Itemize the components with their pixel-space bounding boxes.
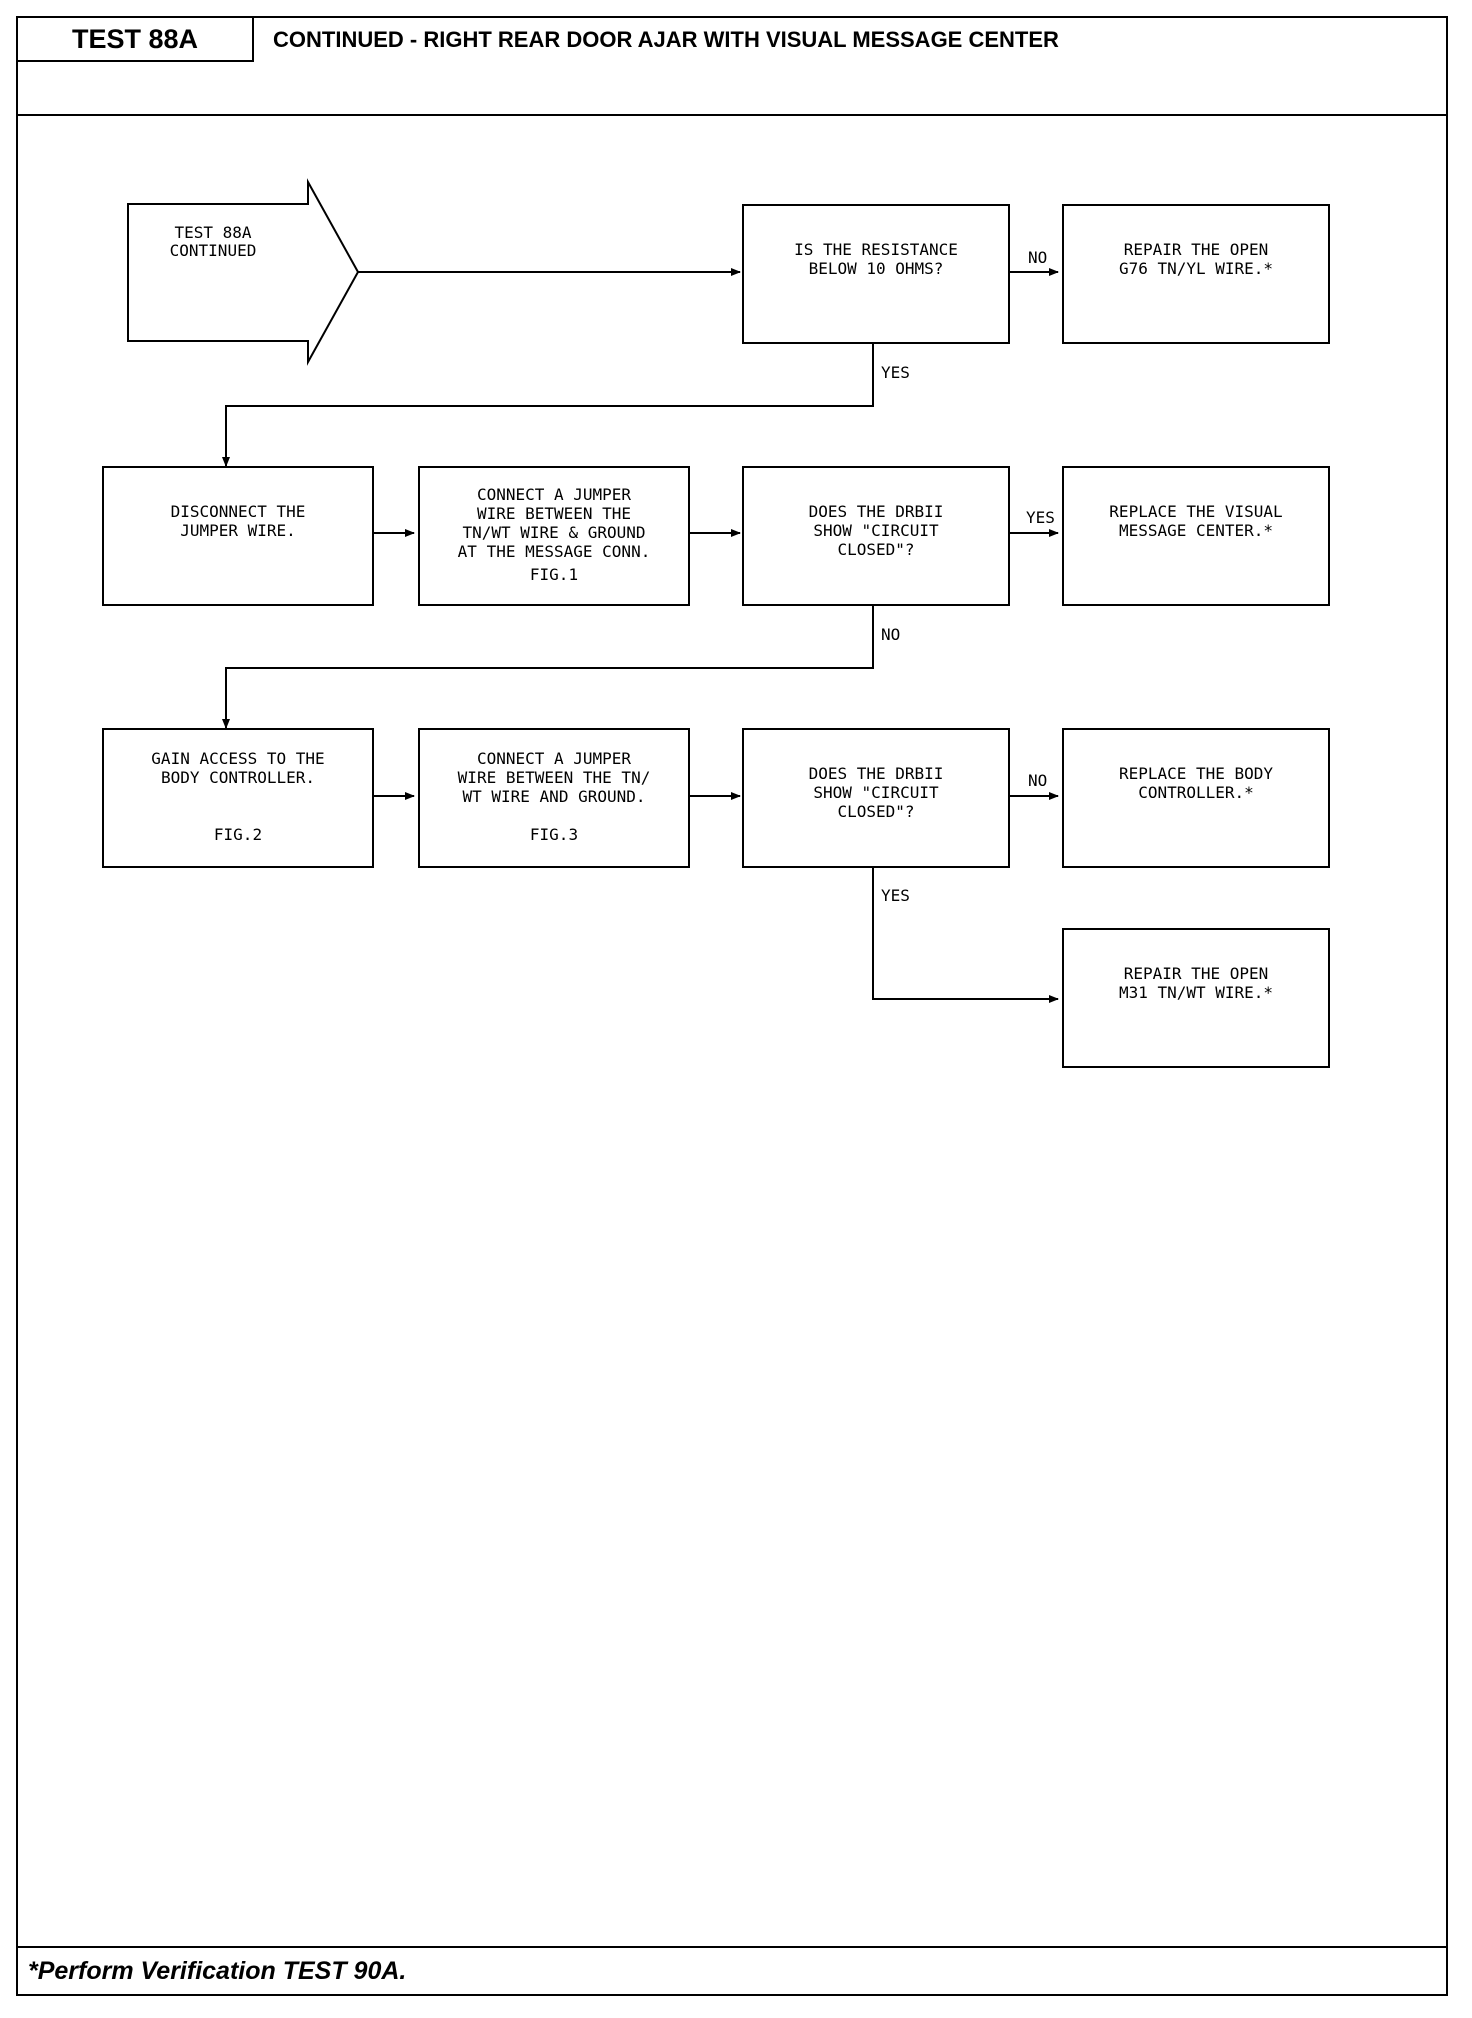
repair-g76-text: REPAIR THE OPEN G76 TN/YL WIRE.* xyxy=(1118,240,1274,278)
test-page: TEST 88A CONTINUED - RIGHT REAR DOOR AJA… xyxy=(16,16,1448,1996)
gain-access-box: GAIN ACCESS TO THE BODY CONTROLLER. FIG.… xyxy=(102,728,374,868)
q3-text: DOES THE DRBII SHOW "CIRCUIT CLOSED"? xyxy=(808,764,944,821)
q3-circuit-closed-box: DOES THE DRBII SHOW "CIRCUIT CLOSED"? xyxy=(742,728,1010,868)
q3-yes-label: YES xyxy=(881,886,910,905)
connect-jumper-2-box: CONNECT A JUMPER WIRE BETWEEN THE TN/ WT… xyxy=(418,728,690,868)
fig3-label: FIG.3 xyxy=(529,825,579,844)
gain-access-text: GAIN ACCESS TO THE BODY CONTROLLER. xyxy=(151,749,325,787)
q1-text: IS THE RESISTANCE BELOW 10 OHMS? xyxy=(794,240,958,278)
q2-text: DOES THE DRBII SHOW "CIRCUIT CLOSED"? xyxy=(808,502,944,559)
connector-q2-no xyxy=(222,603,874,729)
page-title: CONTINUED - RIGHT REAR DOOR AJAR WITH VI… xyxy=(273,27,1059,52)
q2-no-label: NO xyxy=(881,625,901,644)
disconnect-jumper-box: DISCONNECT THE JUMPER WIRE. xyxy=(102,466,374,606)
q3-no-label: NO xyxy=(1028,771,1048,790)
flowchart-connectors xyxy=(127,178,1059,1003)
replace-vmc-text: REPLACE THE VISUAL MESSAGE CENTER.* xyxy=(1109,502,1283,540)
fig1-label: FIG.1 xyxy=(529,565,579,584)
disconnect-text: DISCONNECT THE JUMPER WIRE. xyxy=(170,502,306,540)
connect-jumper-2-text: CONNECT A JUMPER WIRE BETWEEN THE TN/ WT… xyxy=(457,749,651,806)
test-id-label: TEST 88A xyxy=(18,18,254,62)
fig2-label: FIG.2 xyxy=(213,825,263,844)
replace-vmc-box: REPLACE THE VISUAL MESSAGE CENTER.* xyxy=(1062,466,1330,606)
q1-no-label: NO xyxy=(1028,248,1048,267)
connect-jumper-1-box: CONNECT A JUMPER WIRE BETWEEN THE TN/WT … xyxy=(418,466,690,606)
connector-q1-yes xyxy=(222,341,874,467)
repair-m31-text: REPAIR THE OPEN M31 TN/WT WIRE.* xyxy=(1118,964,1274,1002)
q2-circuit-closed-box: DOES THE DRBII SHOW "CIRCUIT CLOSED"? xyxy=(742,466,1010,606)
repair-g76-box: REPAIR THE OPEN G76 TN/YL WIRE.* xyxy=(1062,204,1330,344)
page-header: TEST 88A CONTINUED - RIGHT REAR DOOR AJA… xyxy=(18,18,1446,116)
connect-jumper-1-text: CONNECT A JUMPER WIRE BETWEEN THE TN/WT … xyxy=(457,485,651,561)
q1-resistance-box: IS THE RESISTANCE BELOW 10 OHMS? xyxy=(742,204,1010,344)
start-node-label: TEST 88A CONTINUED xyxy=(169,223,257,260)
q2-yes-label: YES xyxy=(1026,508,1055,527)
connector-q3-yes xyxy=(872,866,1059,1003)
replace-body-controller-box: REPLACE THE BODY CONTROLLER.* xyxy=(1062,728,1330,868)
start-arrow-shape xyxy=(127,178,360,366)
replace-bc-text: REPLACE THE BODY CONTROLLER.* xyxy=(1118,764,1274,802)
q1-yes-label: YES xyxy=(881,363,910,382)
repair-m31-box: REPAIR THE OPEN M31 TN/WT WIRE.* xyxy=(1062,928,1330,1068)
verification-footer: *Perform Verification TEST 90A. xyxy=(18,1946,1446,1994)
